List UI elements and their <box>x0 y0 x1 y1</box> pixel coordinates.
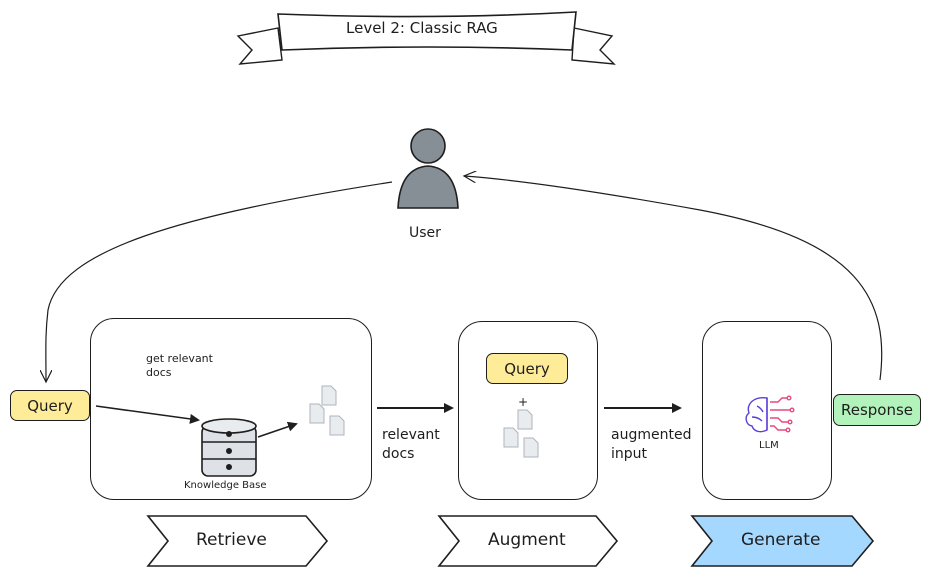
knowledge-base-label: Knowledge Base <box>184 480 267 491</box>
user-to-query-arrow <box>46 181 393 382</box>
stage-augment-shape <box>437 515 619 567</box>
stage-retrieve-label: Retrieve <box>196 530 267 550</box>
stage-augment-label: Augment <box>488 530 566 550</box>
stage-generate-shape <box>690 515 875 567</box>
augmented-input-label: augmented input <box>611 427 692 462</box>
documents-icon <box>309 385 345 436</box>
retrieve-box <box>90 318 372 500</box>
augment-query-badge: Query <box>486 353 568 384</box>
generate-box <box>702 321 832 500</box>
title-banner-icon <box>236 11 616 65</box>
llm-brain-icon <box>745 395 795 433</box>
kb-to-docs-arrow <box>257 421 298 438</box>
stage-generate-label: Generate <box>741 530 821 550</box>
response-to-user-arrow <box>464 176 883 381</box>
user-icon <box>397 128 459 209</box>
augment-documents-icon <box>503 409 539 458</box>
augment-plus-sign: + <box>518 395 529 409</box>
response-badge: Response <box>833 394 921 426</box>
query-input-badge: Query <box>10 390 90 421</box>
llm-label: LLM <box>759 440 779 451</box>
page-title: Level 2: Classic RAG <box>346 19 498 37</box>
query-to-kb-arrow <box>95 405 200 424</box>
stage-retrieve-shape <box>146 515 329 567</box>
augment-box <box>458 321 598 500</box>
user-label: User <box>409 225 441 241</box>
retrieve-note: get relevant docs <box>146 352 213 379</box>
database-icon <box>201 418 257 477</box>
relevant-docs-label: relevant docs <box>382 427 440 462</box>
